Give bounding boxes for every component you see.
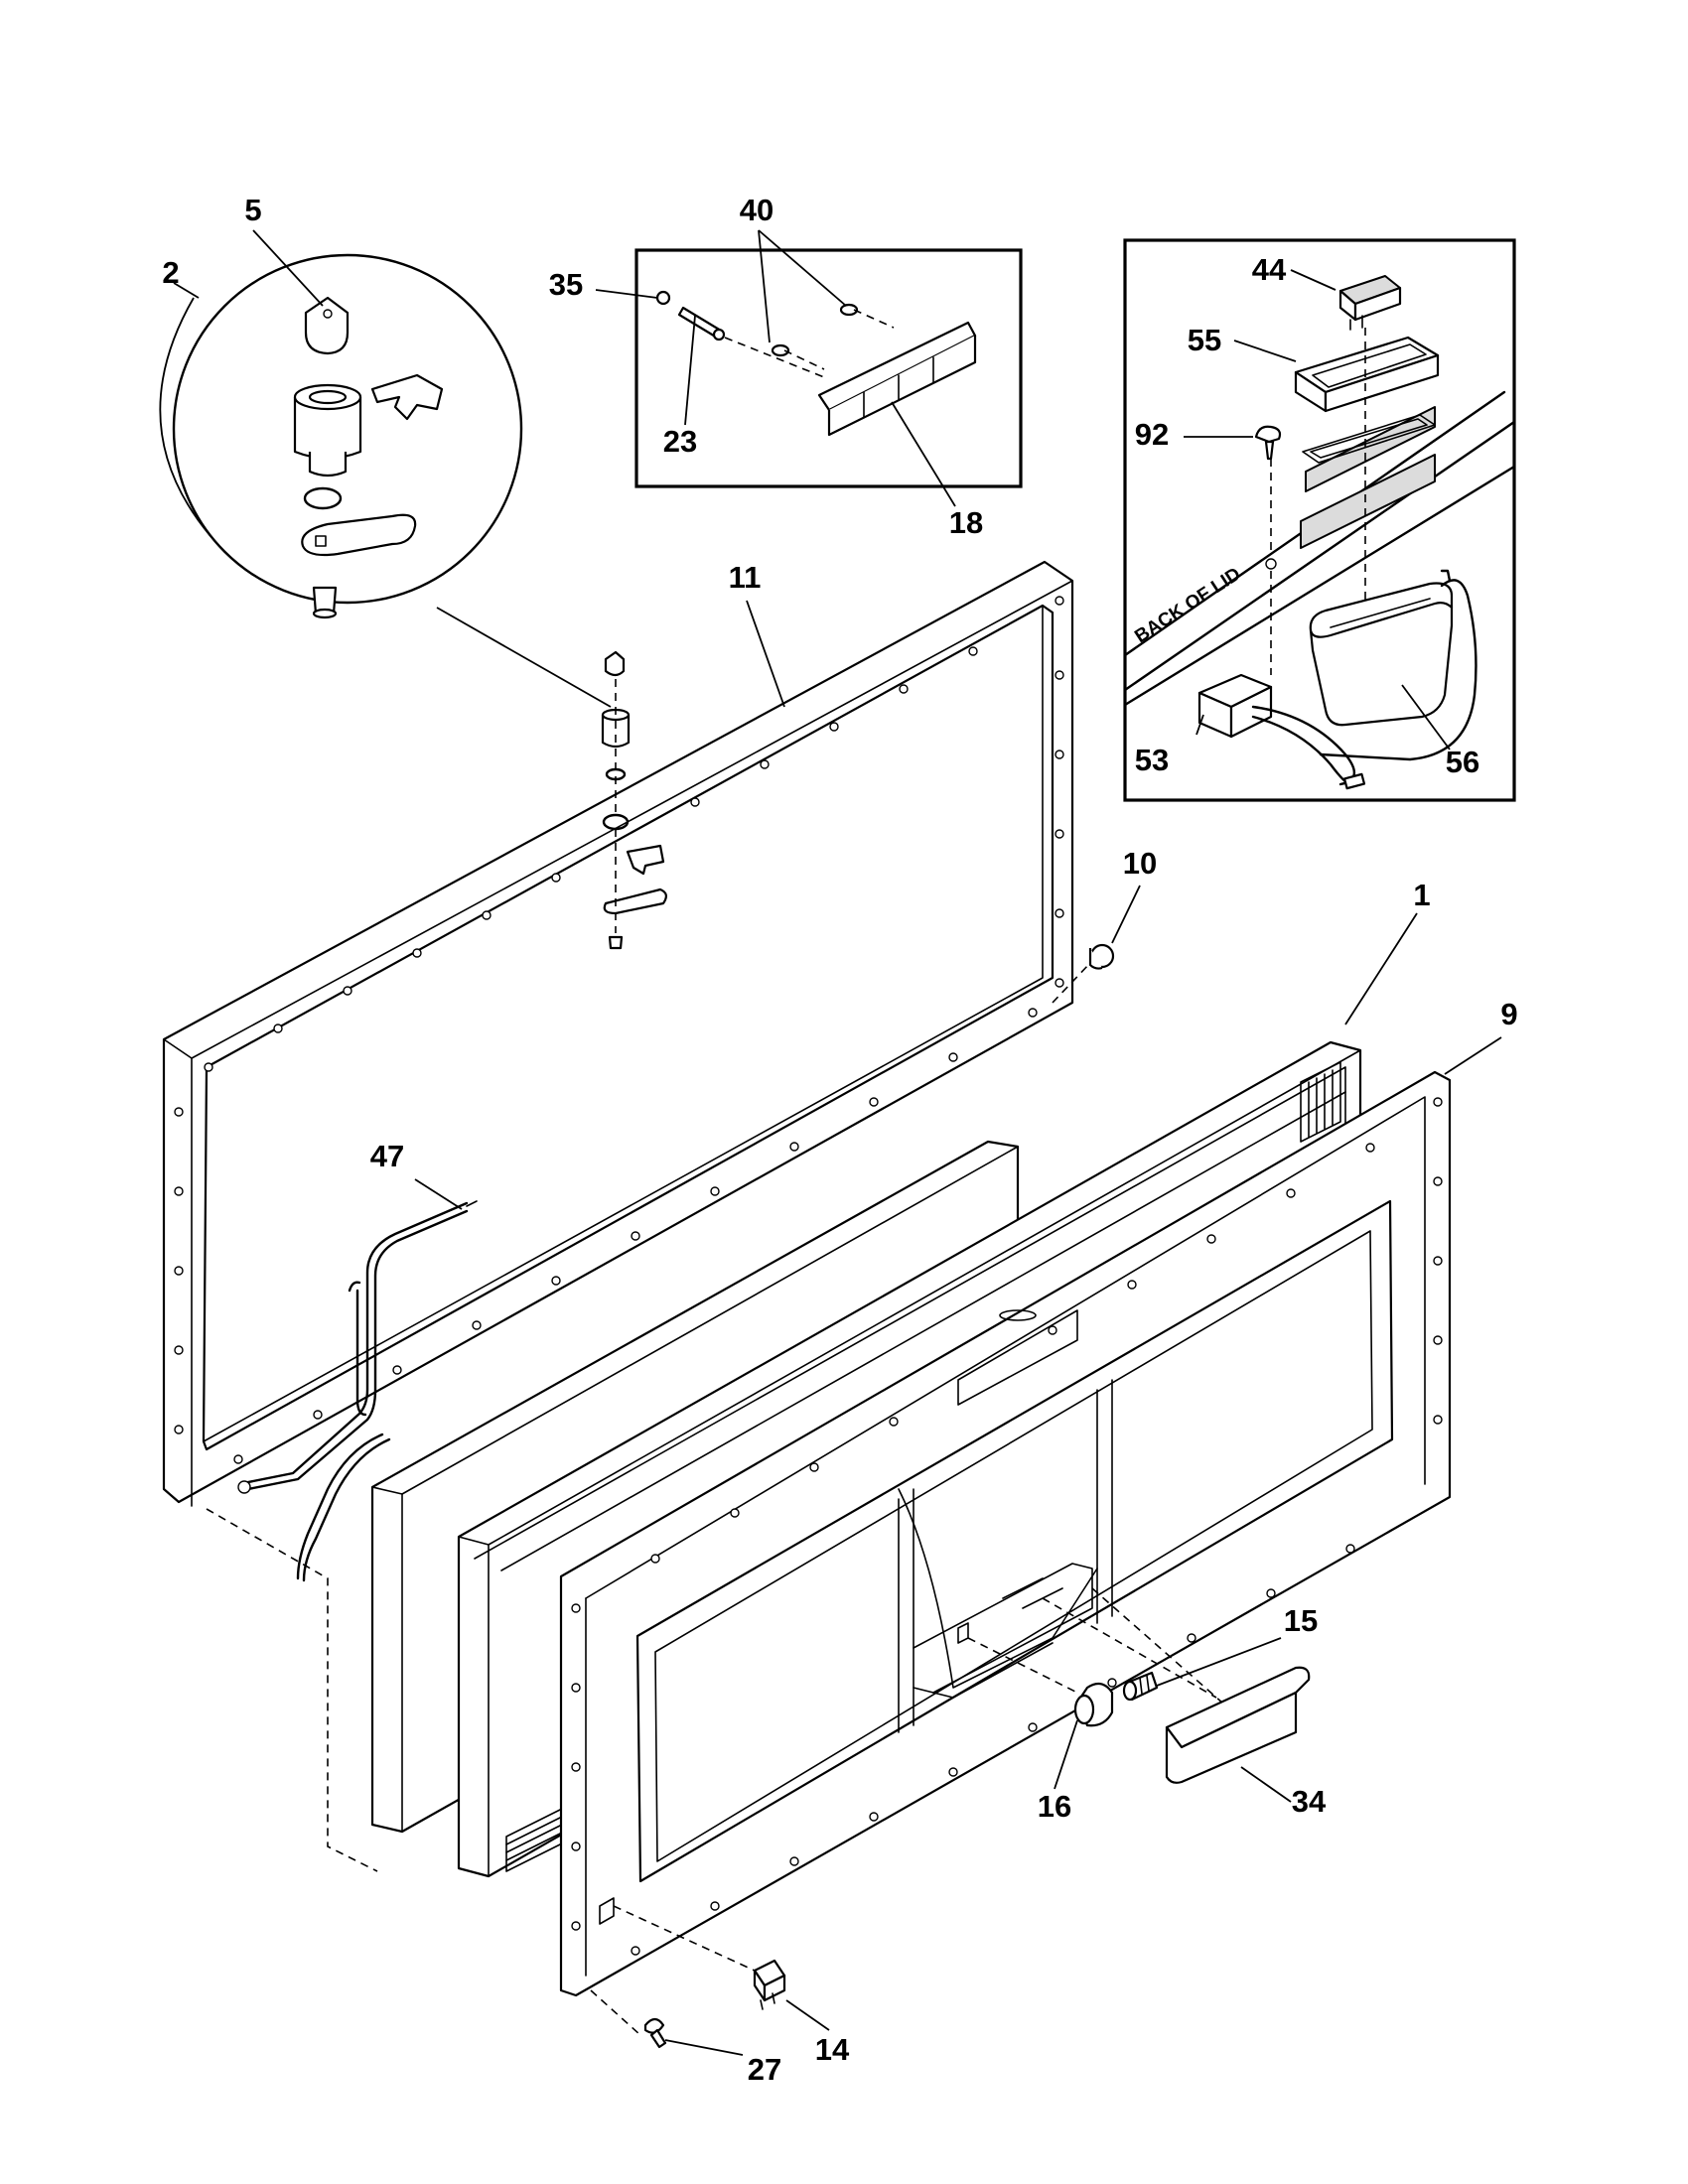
callout-18: 18 [949,505,983,540]
callout-5: 5 [244,193,261,227]
plug-10 [1088,943,1115,970]
shaft-15 [1122,1671,1159,1702]
callout-23: 23 [663,424,697,459]
callout-47: 47 [370,1139,404,1173]
callout-10: 10 [1123,846,1157,881]
lock-detail-circle [172,253,523,619]
leader-lines [159,229,1502,2056]
back-of-lid-inset-box: BACK OF LID [1123,238,1516,802]
callout-16: 16 [1038,1789,1071,1824]
callouts: 5 2 40 35 23 18 44 55 92 53 56 11 10 1 9… [162,193,1517,2087]
callout-14: 14 [815,2032,850,2067]
callout-35: 35 [549,267,583,302]
callout-53: 53 [1135,743,1169,777]
inner-door-holes [571,1097,1443,1956]
callout-9: 9 [1500,997,1517,1031]
callout-55: 55 [1188,323,1221,357]
knob-16 [1073,1682,1114,1727]
back-of-lid-label: BACK OF LID [1131,564,1244,647]
lid-frame-holes [174,596,1064,1464]
screw-27 [643,2017,667,2049]
bezel-34 [1165,1666,1311,1784]
callout-44: 44 [1252,252,1287,287]
callout-34: 34 [1292,1784,1327,1819]
lid-frame-11 [162,560,1074,1507]
switch-14 [753,1959,786,2010]
callout-92: 92 [1135,417,1169,452]
callout-56: 56 [1446,745,1479,779]
callout-40: 40 [740,193,774,227]
wire-47 [237,1200,478,1582]
inner-door-9 [559,1070,1452,1997]
callout-15: 15 [1284,1603,1318,1638]
callout-2: 2 [162,255,179,290]
callout-11: 11 [729,560,762,595]
handle-inset-box [634,248,1023,488]
callout-27: 27 [748,2052,781,2087]
callout-1: 1 [1413,878,1430,912]
